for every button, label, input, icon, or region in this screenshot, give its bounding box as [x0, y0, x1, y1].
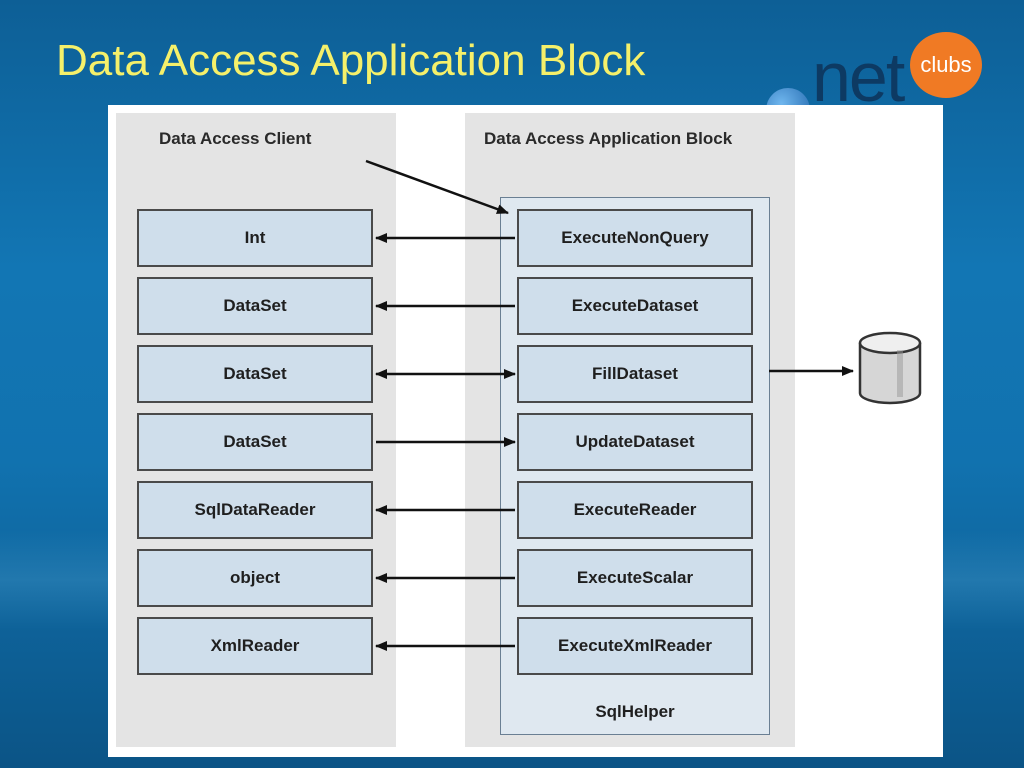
logo-clubs-badge: clubs: [910, 32, 982, 98]
method-0: ExecuteNonQuery: [517, 209, 753, 267]
method-3: UpdateDataset: [517, 413, 753, 471]
method-1: ExecuteDataset: [517, 277, 753, 335]
client-item-2: DataSet: [137, 345, 373, 403]
client-item-3: DataSet: [137, 413, 373, 471]
connector-arrows: [365, 159, 922, 651]
database-icon: [858, 331, 922, 405]
client-panel-title: Data Access Client: [159, 129, 312, 148]
client-item-0: Int: [137, 209, 373, 267]
method-4: ExecuteReader: [517, 481, 753, 539]
method-2: FillDataset: [517, 345, 753, 403]
method-6: ExecuteXmlReader: [517, 617, 753, 675]
logo-net-text: net: [812, 38, 905, 116]
client-item-5: object: [137, 549, 373, 607]
architecture-diagram: Data Access Client Data Access Applicati…: [108, 105, 943, 757]
client-item-4: SqlDataReader: [137, 481, 373, 539]
method-5: ExecuteScalar: [517, 549, 753, 607]
dotnet-clubs-logo: net clubs: [760, 28, 990, 132]
sqlhelper-label: SqlHelper: [595, 702, 675, 721]
slide-title: Data Access Application Block: [56, 36, 646, 85]
client-item-1: DataSet: [137, 277, 373, 335]
client-item-6: XmlReader: [137, 617, 373, 675]
block-panel-title: Data Access Application Block: [484, 129, 733, 148]
client-to-block-arrow: [365, 159, 509, 215]
